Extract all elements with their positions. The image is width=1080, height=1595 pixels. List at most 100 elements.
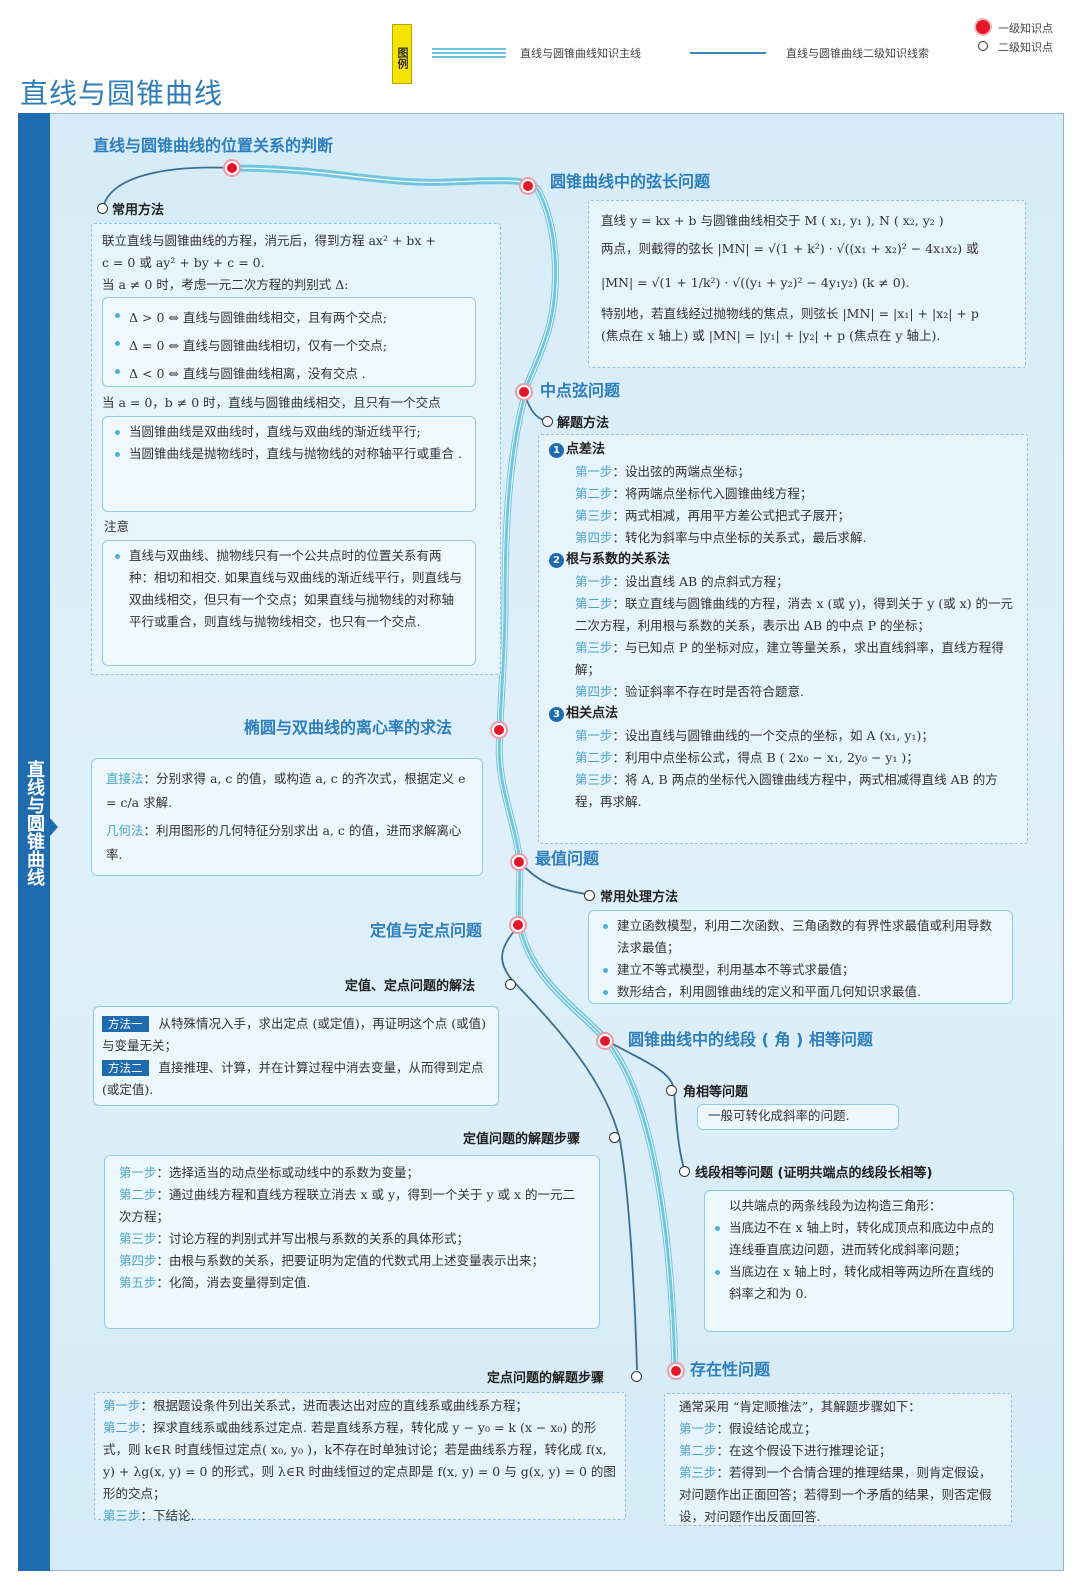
level1-node-dot-icon xyxy=(512,855,526,869)
node-existence-title: 存在性问题 xyxy=(690,1360,771,1379)
step-text: ：将 A, B 两点的坐标代入圆锥曲线方程中，两式相减得直线 AB 的方程，再求… xyxy=(575,772,998,809)
step-text: ：由根与系数的关系，把要证明为定值的代数式用上述变量表示出来； xyxy=(156,1253,545,1268)
step-text: ：化简，消去变量得到定值. xyxy=(156,1275,311,1290)
legend-sub-line-label: 直线与圆锥曲线二级知识线索 xyxy=(786,47,929,60)
chord-line: 特别地，若直线经过抛物线的焦点，则弦长 |MN| = |x₁| + |x₂| +… xyxy=(601,306,979,321)
legend-level1-label: 一级知识点 xyxy=(998,22,1053,35)
chord-line: 直线 y = kx + b 与圆锥曲线相交于 M ( x₁, y₁ ), N (… xyxy=(601,213,944,228)
delta-item: Δ > 0 ⇔ 直线与圆锥曲线相交，且有两个交点; xyxy=(111,304,467,332)
delta-item: Δ = 0 ⇔ 直线与圆锥曲线相切，仅有一个交点; xyxy=(111,332,467,360)
level1-node-dot-icon xyxy=(517,385,531,399)
level2-node-dot-icon xyxy=(505,979,516,990)
geo-method-text: ：利用图形的几何特征分别求出 a, c 的值，进而求解离心率. xyxy=(106,823,462,862)
level1-dot-icon xyxy=(976,20,990,34)
number-2-icon: 2 xyxy=(549,553,564,568)
legend-tag: 图例 xyxy=(392,24,412,84)
step-text: ：联立直线与圆锥曲线的方程，消去 x (或 y)，得到关于 y (或 x) 的一… xyxy=(575,596,1014,633)
level1-node-dot-icon xyxy=(598,1034,612,1048)
position-intro-3: 当 a ≠ 0 时，考虑一元二次方程的判别式 Δ: xyxy=(102,277,349,292)
node-extremum-title: 最值问题 xyxy=(535,849,600,868)
step-label: 第一步 xyxy=(575,574,613,589)
node-segment-title: 圆锥曲线中的线段 ( 角 ) 相等问题 xyxy=(628,1030,873,1049)
step-label: 第四步 xyxy=(575,684,613,699)
chord-line: (焦点在 x 轴上) 或 |MN| = |y₁| + |y₂| + p (焦点在… xyxy=(601,328,941,343)
delta-item: Δ < 0 ⇔ 直线与圆锥曲线相离，没有交点 . xyxy=(111,360,467,388)
delta-box: Δ > 0 ⇔ 直线与圆锥曲线相交，且有两个交点; Δ = 0 ⇔ 直线与圆锥曲… xyxy=(102,297,476,387)
step-text: ：若得到一个合情合理的推理结果，则肯定假设，对问题作出正面回答；若得到一个矛盾的… xyxy=(679,1465,992,1524)
node-extremum-sub: 常用处理方法 xyxy=(600,890,679,905)
level1-node-dot-icon xyxy=(225,161,239,175)
step-text: ：通过曲线方程和直线方程联立消去 x 或 y，得到一个关于 y 或 x 的一元二… xyxy=(119,1187,576,1224)
node-position-sub: 常用方法 xyxy=(112,203,165,218)
extremum-item: 数形结合，利用圆锥曲线的定义和平面几何知识求最值. xyxy=(599,981,1000,1003)
segment-item: 当底边不在 x 轴上时，转化成顶点和底边中点的连线垂直底边问题，进而转化成斜率问… xyxy=(711,1217,1003,1261)
a-zero-box: 当圆锥曲线是双曲线时，直线与双曲线的渐近线平行; 当圆锥曲线是抛物线时，直线与抛… xyxy=(102,416,476,512)
node-midpoint-sub: 解题方法 xyxy=(557,416,610,431)
position-intro-1: 联立直线与圆锥曲线的方程，消元后，得到方程 ax² + bx + xyxy=(102,233,436,248)
step-text: ：转化为斜率与中点坐标的关系式，最后求解. xyxy=(612,530,867,545)
legend-main-line-icon xyxy=(432,48,506,58)
step-label: 第一步 xyxy=(679,1421,717,1436)
node-midpoint-title: 中点弦问题 xyxy=(540,381,621,400)
node-segment-sub-angle: 角相等问题 xyxy=(683,1085,749,1100)
side-label: 直线与圆锥曲线 xyxy=(24,760,45,886)
step-text: ：设出直线与圆锥曲线的一个交点的坐标，如 A (x₁, y₁)； xyxy=(612,728,934,743)
a-zero-item: 当圆锥曲线是双曲线时，直线与双曲线的渐近线平行; xyxy=(111,421,463,443)
fixed-methods-box: 方法一从特殊情况入手，求出定点 (或定值)，再证明这个点 (或值) 与变量无关；… xyxy=(93,1006,499,1106)
side-arrow-icon xyxy=(50,818,58,836)
position-a-zero: 当 a = 0，b ≠ 0 时，直线与圆锥曲线相交，且只有一个交点 xyxy=(102,395,441,410)
number-1-icon: 1 xyxy=(549,443,564,458)
position-intro-2: c = 0 或 ay² + by + c = 0. xyxy=(102,255,265,270)
eccentricity-box: 直接法：分别求得 a, c 的值，或构造 a, c 的齐次式，根据定义 e = … xyxy=(91,758,483,876)
step-label: 第四步 xyxy=(119,1253,157,1268)
existence-intro: 通常采用 “肯定顺推法”，其解题步骤如下： xyxy=(679,1399,921,1414)
level2-node-dot-icon xyxy=(679,1166,690,1177)
segment-box: 以共端点的两条线段为边构造三角形： 当底边不在 x 轴上时，转化成顶点和底边中点… xyxy=(704,1190,1014,1332)
level2-node-dot-icon xyxy=(631,1371,642,1382)
step-label: 第一步 xyxy=(119,1165,157,1180)
step-text: ：讨论方程的判别式并写出根与系数的关系的具体形式； xyxy=(156,1231,470,1246)
extremum-box: 建立函数模型，利用二次函数、三角函数的有界性求最值或利用导数法求最值； 建立不等… xyxy=(588,910,1013,1004)
point-steps-box: 第一步：根据题设条件列出关系式，进而表达出对应的直线系或曲线系方程； 第二步：探… xyxy=(94,1392,626,1523)
chord-box: 直线 y = kx + b 与圆锥曲线相交于 M ( x₁, y₁ ), N (… xyxy=(588,200,1026,368)
extremum-item: 建立函数模型，利用二次函数、三角函数的有界性求最值或利用导数法求最值； xyxy=(599,915,1000,959)
node-fixed-sub-value-steps: 定值问题的解题步骤 xyxy=(463,1132,581,1147)
chord-line: 两点，则截得的弦长 |MN| = √(1 + k²) · √((x₁ + x₂)… xyxy=(601,241,979,256)
value-steps-box: 第一步：选择适当的动点坐标或动线中的系数为变量； 第二步：通过曲线方程和直线方程… xyxy=(104,1155,600,1329)
node-chord-title: 圆锥曲线中的弦长问题 xyxy=(550,172,711,191)
method1-text: 从特殊情况入手，求出定点 (或定值)，再证明这个点 (或值) 与变量无关； xyxy=(102,1016,486,1053)
note-label: 注意 xyxy=(104,519,130,534)
level1-node-dot-icon xyxy=(521,179,535,193)
level2-node-dot-icon xyxy=(666,1085,677,1096)
level1-node-dot-icon xyxy=(511,918,525,932)
step-label: 第一步 xyxy=(103,1398,141,1413)
method2-tag: 方法二 xyxy=(102,1060,149,1076)
node-segment-sub-segment: 线段相等问题 (证明共端点的线段长相等) xyxy=(695,1166,933,1181)
direct-method-label: 直接法 xyxy=(106,771,144,786)
level2-dot-icon xyxy=(978,41,988,51)
a-zero-item: 当圆锥曲线是抛物线时，直线与抛物线的对称轴平行或重合 . xyxy=(111,443,463,465)
method2-text: 直接推理、计算，并在计算过程中消去变量，从而得到定点 (或定值). xyxy=(102,1060,484,1097)
step-label: 第三步 xyxy=(679,1465,717,1480)
step-label: 第二步 xyxy=(103,1420,141,1435)
step-label: 第二步 xyxy=(575,750,613,765)
method-name: 点差法 xyxy=(566,442,606,457)
step-label: 第三步 xyxy=(575,640,613,655)
step-text: ：将两端点坐标代入圆锥曲线方程； xyxy=(612,486,813,501)
step-text: ：两式相减，再用平方差公式把式子展开； xyxy=(612,508,851,523)
legend-sub-line-icon xyxy=(690,52,766,54)
step-text: ：验证斜率不存在时是否符合题意. xyxy=(612,684,804,699)
node-fixed-sub-point-steps: 定点问题的解题步骤 xyxy=(487,1371,605,1386)
step-label: 第二步 xyxy=(575,486,613,501)
level2-node-dot-icon xyxy=(97,203,108,214)
geo-method-label: 几何法 xyxy=(106,823,144,838)
step-text: ：在这个假设下进行推理论证； xyxy=(716,1443,892,1458)
step-label: 第三步 xyxy=(575,508,613,523)
step-text: ：设出直线 AB 的点斜式方程； xyxy=(612,574,789,589)
step-text: ：根据题设条件列出关系式，进而表达出对应的直线系或曲线系方程； xyxy=(140,1398,529,1413)
existence-box: 通常采用 “肯定顺推法”，其解题步骤如下： 第一步：假设结论成立； 第二步：在这… xyxy=(664,1393,1012,1526)
step-text: ：下结论. xyxy=(140,1508,195,1523)
step-text: ：选择适当的动点坐标或动线中的系数为变量； xyxy=(156,1165,420,1180)
segment-item: 当底边在 x 轴上时，转化成相等两边所在直线的斜率之和为 0. xyxy=(711,1261,1003,1305)
node-position-title: 直线与圆锥曲线的位置关系的判断 xyxy=(93,136,334,155)
